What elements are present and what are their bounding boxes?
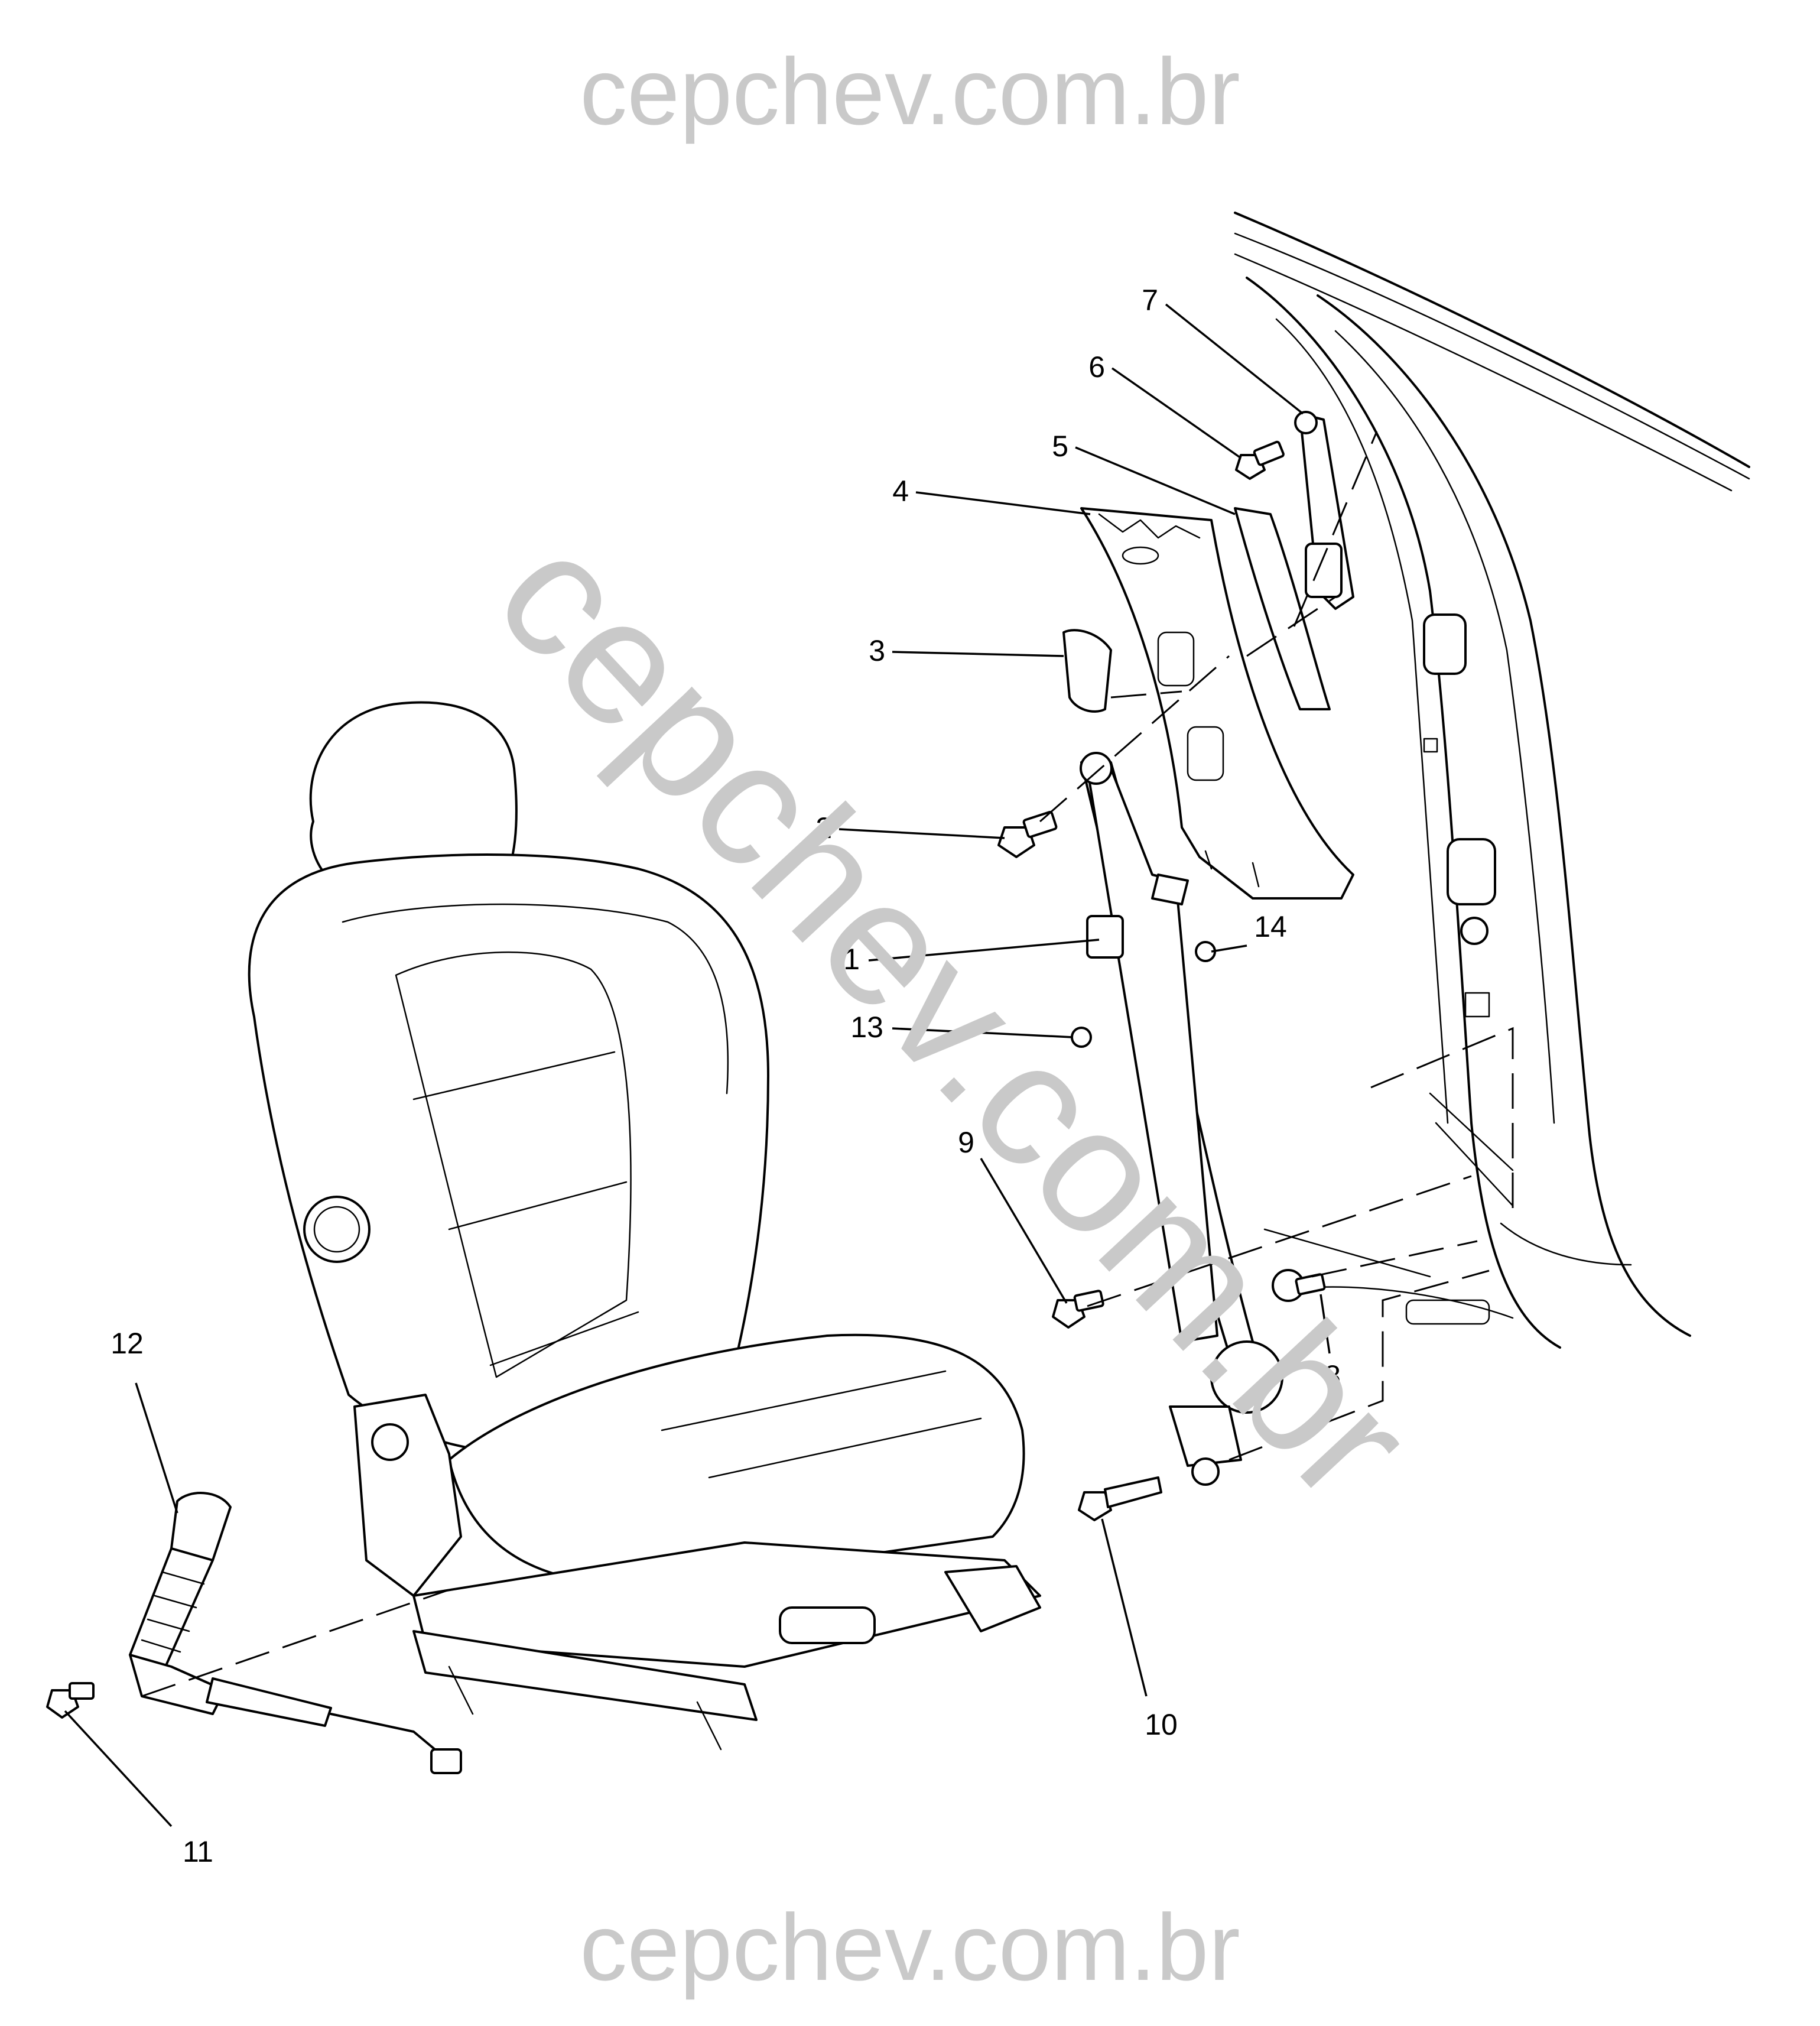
bolt-10	[1078, 1476, 1162, 1521]
alignment-line-buckle	[141, 1589, 450, 1697]
front-seat	[248, 701, 1041, 1751]
bolt-2	[997, 811, 1058, 858]
seat-belt-assembly	[1080, 752, 1283, 1486]
pillar-trim-upper	[1080, 507, 1354, 900]
callout-3: 3	[869, 634, 885, 667]
bolt-11	[46, 1682, 95, 1719]
callout-4: 4	[892, 475, 909, 508]
callout-2: 2	[815, 811, 832, 845]
belt-guide-cover	[1062, 629, 1112, 713]
callout-6: 6	[1088, 350, 1105, 384]
callout-10: 10	[1145, 1708, 1178, 1741]
seat-belt-buckle	[129, 1492, 462, 1774]
bolt-6	[1235, 440, 1285, 480]
callout-5: 5	[1052, 430, 1068, 463]
pillar-trim-cover	[1234, 507, 1331, 710]
callout-9: 9	[958, 1126, 974, 1159]
callout-14: 14	[1254, 910, 1287, 943]
watermark-top: cepchev.com.br	[580, 38, 1240, 144]
bolt-9	[1052, 1290, 1104, 1329]
alignment-line-anchor	[1087, 1175, 1472, 1307]
callout-1: 1	[843, 943, 860, 976]
callout-8: 8	[1324, 1359, 1341, 1392]
callout-11: 11	[183, 1835, 213, 1868]
leader-lines	[64, 303, 1331, 1827]
body-b-pillar	[1234, 212, 1750, 1349]
callout-7: 7	[1142, 284, 1158, 317]
belt-retractor	[1210, 1340, 1283, 1414]
callout-12: 12	[110, 1327, 144, 1360]
bolt-8	[1272, 1269, 1326, 1302]
watermark-bottom: cepchev.com.br	[580, 1894, 1240, 2000]
height-adjuster	[1294, 411, 1354, 610]
callout-13: 13	[850, 1011, 883, 1044]
seat-back	[248, 853, 769, 1455]
